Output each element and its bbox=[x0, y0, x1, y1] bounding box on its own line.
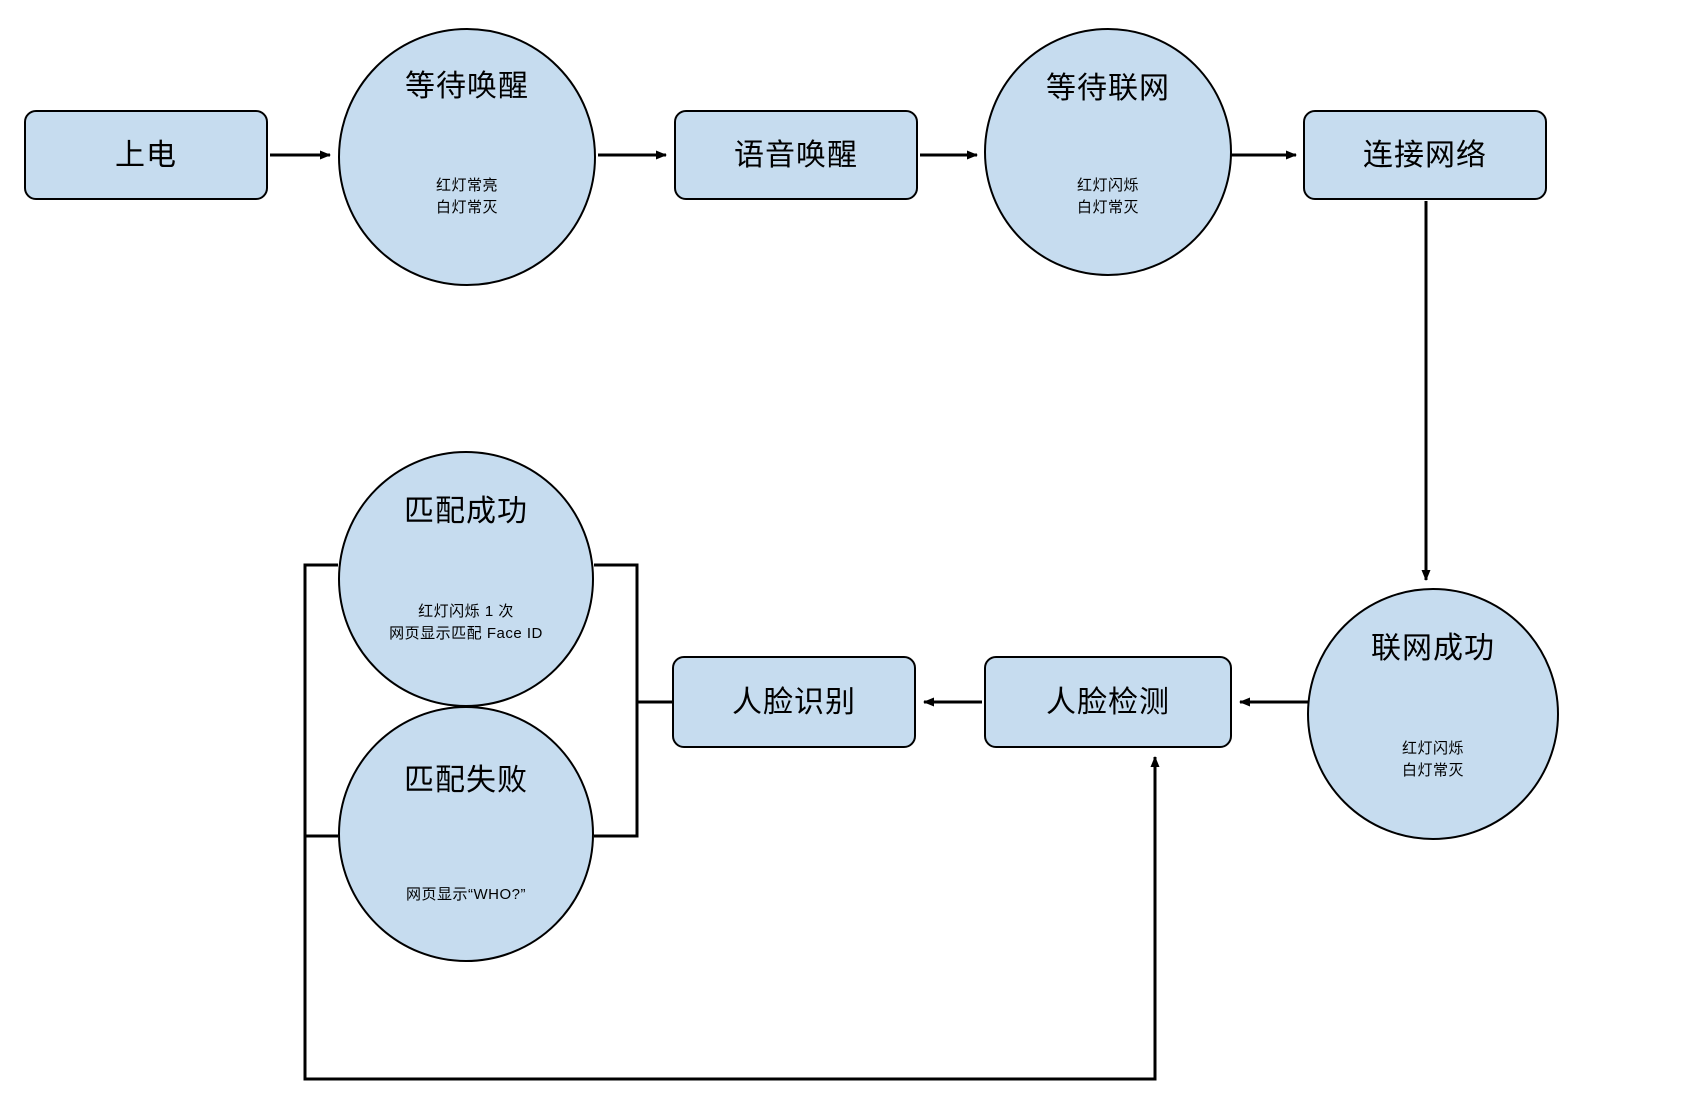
node-match-success-label: 匹配成功 bbox=[404, 495, 528, 528]
node-voice-wakeup-label: 语音唤醒 bbox=[734, 138, 858, 172]
node-network-success-sub: 红灯闪烁 白灯常灭 bbox=[1401, 740, 1464, 779]
node-waiting-network[interactable]: 等待联网 红灯闪烁 白灯常灭 bbox=[984, 28, 1232, 276]
node-match-failure[interactable]: 匹配失败 网页显示“WHO?” bbox=[338, 706, 594, 962]
node-face-recognition-label: 人脸识别 bbox=[732, 685, 856, 719]
node-match-success-sub: 红灯闪烁 1 次 网页显示匹配 Face ID bbox=[389, 603, 543, 642]
node-face-recognition[interactable]: 人脸识别 bbox=[672, 656, 916, 748]
node-waiting-wakeup-label: 等待唤醒 bbox=[405, 70, 529, 103]
node-match-success[interactable]: 匹配成功 红灯闪烁 1 次 网页显示匹配 Face ID bbox=[338, 451, 594, 707]
node-waiting-network-label: 等待联网 bbox=[1046, 72, 1170, 105]
node-match-failure-sub: 网页显示“WHO?” bbox=[406, 886, 526, 903]
node-face-detection[interactable]: 人脸检测 bbox=[984, 656, 1232, 748]
node-voice-wakeup[interactable]: 语音唤醒 bbox=[674, 110, 918, 200]
node-connect-network[interactable]: 连接网络 bbox=[1303, 110, 1547, 200]
node-waiting-wakeup[interactable]: 等待唤醒 红灯常亮 白灯常灭 bbox=[338, 28, 596, 286]
node-connect-network-label: 连接网络 bbox=[1363, 138, 1487, 172]
node-power-on[interactable]: 上电 bbox=[24, 110, 268, 200]
node-waiting-network-sub: 红灯闪烁 白灯常灭 bbox=[1076, 177, 1139, 216]
node-face-detection-label: 人脸检测 bbox=[1046, 685, 1170, 719]
edge-match-results-left-bracket bbox=[303, 563, 338, 838]
node-match-failure-label: 匹配失败 bbox=[404, 764, 528, 797]
node-network-success-label: 联网成功 bbox=[1371, 632, 1495, 665]
edge-face-recognition-branch-bracket bbox=[594, 563, 672, 838]
node-waiting-wakeup-sub: 红灯常亮 白灯常灭 bbox=[435, 177, 498, 216]
node-power-on-label: 上电 bbox=[115, 138, 177, 172]
node-network-success[interactable]: 联网成功 红灯闪烁 白灯常灭 bbox=[1307, 588, 1559, 840]
